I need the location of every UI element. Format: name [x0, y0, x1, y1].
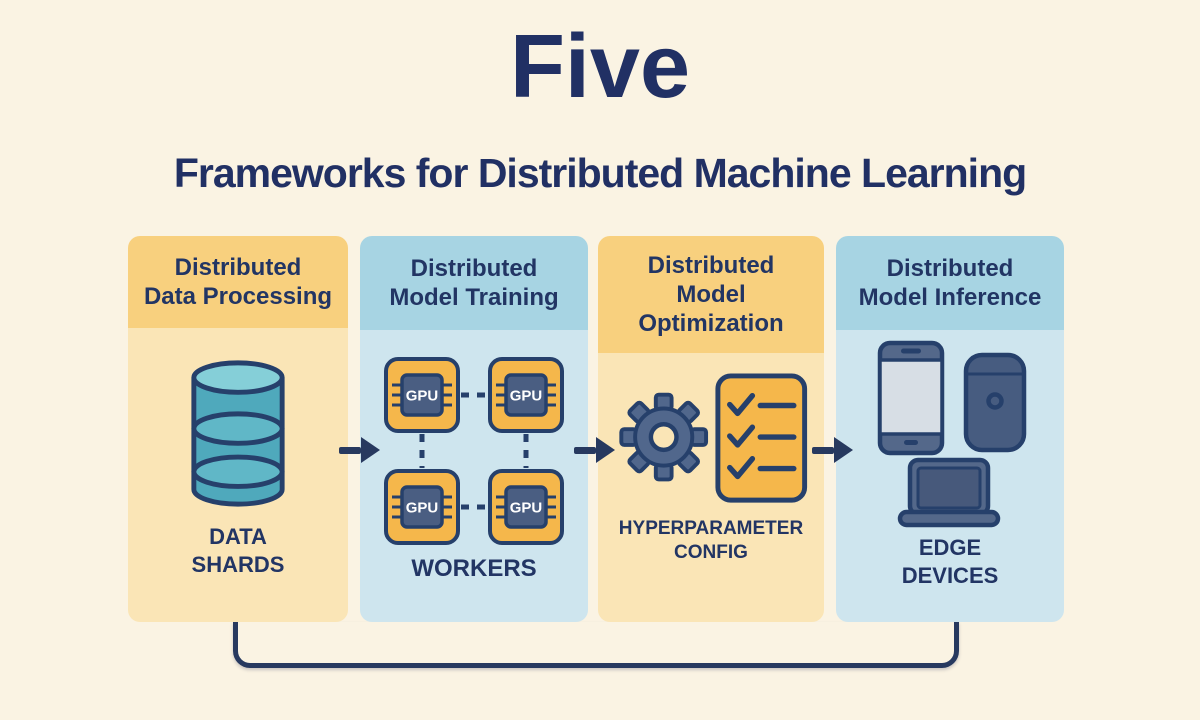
gear-icon	[619, 392, 709, 482]
gpu-cluster-icon: GPU GPU	[384, 357, 564, 545]
arrow-tail	[339, 446, 361, 454]
smart-speaker-icon	[963, 352, 1027, 453]
arrow-right-icon	[574, 437, 615, 463]
gpu-chip-label: GPU	[510, 500, 543, 517]
page-subtitle: Frameworks for Distributed Machine Learn…	[173, 150, 1027, 196]
card-header-model-inference: Distributed Model Inference	[836, 236, 1064, 330]
card-header-data-processing: Distributed Data Processing	[128, 236, 348, 328]
card-distributed-data-processing: Distributed Data Processing DATA SHARDS	[128, 236, 348, 622]
arrow-right-icon	[339, 437, 380, 463]
card-label-workers: WORKERS	[411, 555, 537, 582]
arrow-right-icon	[812, 437, 853, 463]
feedback-loop-connector	[233, 622, 959, 668]
card-header-model-training: Distributed Model Training	[360, 236, 588, 330]
arrow-tail	[574, 446, 596, 454]
database-icon	[191, 360, 285, 507]
gpu-chip-label: GPU	[510, 388, 543, 405]
arrow-head	[361, 437, 380, 463]
card-label-data-shards: DATA SHARDS	[191, 524, 285, 578]
gpu-chip-icon: GPU	[488, 357, 564, 433]
card-distributed-model-training: Distributed Model Training G	[360, 236, 588, 622]
arrow-tail	[812, 446, 834, 454]
gpu-chip-icon: GPU	[384, 469, 460, 545]
gpu-chip-label: GPU	[406, 388, 439, 405]
card-label-hyperparameter-config: HYPERPARAMETER CONFIG	[618, 518, 804, 564]
card-distributed-model-inference: Distributed Model Inference	[836, 236, 1064, 622]
gpu-chip-icon: GPU	[488, 469, 564, 545]
gear-checklist-icon	[619, 373, 808, 503]
laptop-icon	[897, 457, 1001, 528]
card-distributed-model-optimization: Distributed Model Optimization	[598, 236, 824, 622]
card-label-edge-devices: EDGE DEVICES	[901, 535, 999, 589]
checklist-icon	[715, 373, 808, 503]
arrow-head	[834, 437, 853, 463]
smartphone-icon	[877, 340, 945, 456]
card-header-model-optimization: Distributed Model Optimization	[598, 236, 824, 353]
edge-devices-icon	[877, 340, 1027, 528]
page-title: Five	[509, 17, 691, 117]
gpu-chip-icon: GPU	[384, 357, 460, 433]
gpu-chip-label: GPU	[406, 500, 439, 517]
arrow-head	[596, 437, 615, 463]
